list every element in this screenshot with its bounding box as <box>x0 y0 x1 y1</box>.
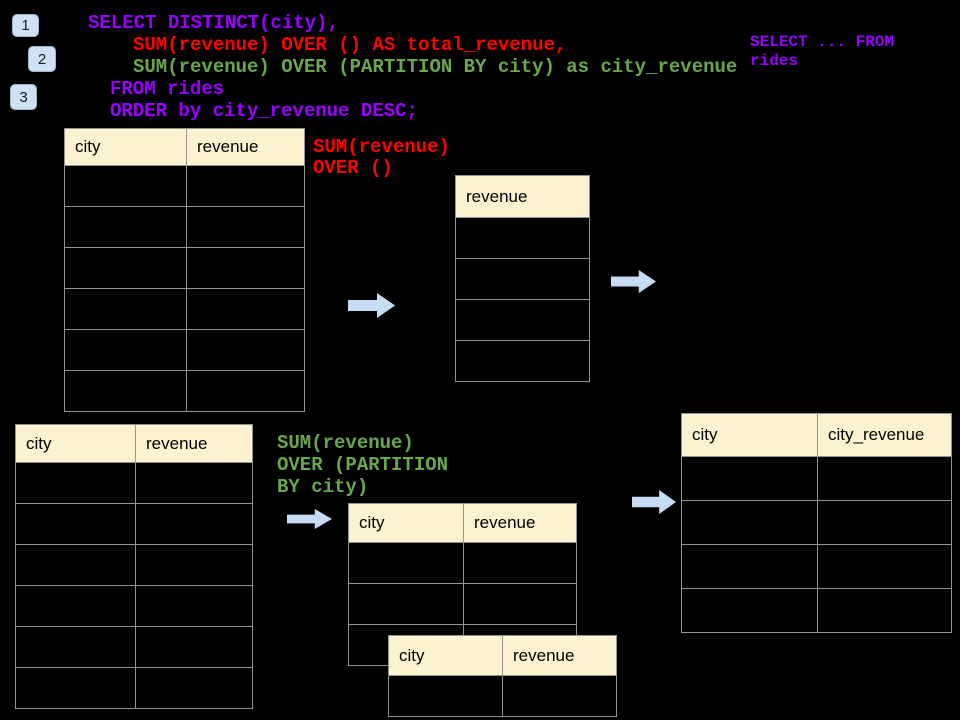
table-cell <box>681 456 818 501</box>
table-row <box>681 456 952 501</box>
arrow-right-icon <box>348 293 395 318</box>
table-cell <box>348 542 464 584</box>
side-note-select-from-rides: SELECT ... FROM rides <box>750 33 895 70</box>
table-cell <box>455 217 590 259</box>
table-total-revenue-result: revenue <box>455 175 590 382</box>
column-header-revenue: revenue <box>502 635 617 676</box>
table-cell <box>135 585 253 627</box>
table-source-bottom: city revenue <box>15 424 253 709</box>
table-row <box>455 258 590 300</box>
sql-line-from: FROM rides <box>110 78 225 100</box>
arrow-right-icon <box>611 270 656 293</box>
table-cell <box>388 675 503 717</box>
table-cell <box>135 667 253 709</box>
sql-line-city-revenue: SUM(revenue) OVER (PARTITION BY city) as… <box>133 56 738 78</box>
table-cell <box>64 288 187 330</box>
table-city-revenue-result: city city_revenue <box>681 413 952 633</box>
table-cell <box>64 329 187 371</box>
sql-line-order-by: ORDER by city_revenue DESC; <box>110 100 418 122</box>
table-cell <box>64 165 187 207</box>
table-row <box>15 503 253 545</box>
table-row <box>64 370 305 412</box>
table-cell <box>817 588 952 633</box>
table-row <box>348 542 577 584</box>
table-cell <box>186 370 305 412</box>
table-row <box>15 585 253 627</box>
table-cell <box>15 462 136 504</box>
table-cell <box>817 456 952 501</box>
table-row <box>15 667 253 709</box>
arrow-right-icon <box>287 509 332 529</box>
table-cell <box>135 544 253 586</box>
column-header-city-revenue: city_revenue <box>817 413 952 457</box>
table-row <box>64 329 305 371</box>
table-cell <box>186 206 305 248</box>
arrow-right-icon <box>632 490 676 514</box>
table-cell <box>817 544 952 589</box>
table-cell <box>64 370 187 412</box>
column-header-revenue: revenue <box>463 503 577 543</box>
table-cell <box>455 340 590 382</box>
table-cell <box>186 247 305 289</box>
table-cell <box>186 329 305 371</box>
table-cell <box>348 583 464 625</box>
table-cell <box>817 500 952 545</box>
table-cell <box>15 585 136 627</box>
column-header-city: city <box>388 635 503 676</box>
table-row <box>15 544 253 586</box>
table-source-top: city revenue <box>64 128 305 412</box>
table-row <box>64 165 305 207</box>
table-cell <box>64 247 187 289</box>
table-cell <box>463 583 577 625</box>
table-cell <box>15 667 136 709</box>
table-partition-group-b: city revenue <box>388 635 617 717</box>
table-cell <box>463 542 577 584</box>
table-cell <box>681 588 818 633</box>
table-row <box>681 500 952 545</box>
step-badge-1: 1 <box>12 14 39 37</box>
label-sum-over-partition: SUM(revenue) OVER (PARTITION BY city) <box>277 432 449 498</box>
column-header-city: city <box>64 128 187 166</box>
column-header-revenue: revenue <box>455 175 590 218</box>
table-cell <box>455 299 590 341</box>
table-row <box>455 340 590 382</box>
table-cell <box>15 503 136 545</box>
table-row <box>64 206 305 248</box>
table-row <box>455 299 590 341</box>
table-row <box>348 583 577 625</box>
table-cell <box>455 258 590 300</box>
step-badge-3: 3 <box>10 84 37 110</box>
table-row <box>64 288 305 330</box>
table-cell <box>186 165 305 207</box>
step-badge-2: 2 <box>28 46 56 72</box>
table-row <box>15 626 253 668</box>
table-cell <box>15 544 136 586</box>
column-header-city: city <box>348 503 464 543</box>
label-sum-over-total: SUM(revenue) OVER () <box>313 136 450 179</box>
table-row <box>64 247 305 289</box>
column-header-city: city <box>15 424 136 463</box>
column-header-city: city <box>681 413 818 457</box>
column-header-revenue: revenue <box>135 424 253 463</box>
sql-line-select: SELECT DISTINCT(city), <box>88 12 339 34</box>
table-cell <box>186 288 305 330</box>
table-row <box>15 462 253 504</box>
table-cell <box>135 626 253 668</box>
table-cell <box>502 675 617 717</box>
table-cell <box>681 500 818 545</box>
table-cell <box>15 626 136 668</box>
sql-line-total-revenue: SUM(revenue) OVER () AS total_revenue, <box>133 34 567 56</box>
column-header-revenue: revenue <box>186 128 305 166</box>
table-row <box>681 544 952 589</box>
table-cell <box>681 544 818 589</box>
table-cell <box>135 462 253 504</box>
table-cell <box>64 206 187 248</box>
table-row <box>681 588 952 633</box>
table-row <box>455 217 590 259</box>
table-cell <box>135 503 253 545</box>
table-row <box>388 675 617 717</box>
